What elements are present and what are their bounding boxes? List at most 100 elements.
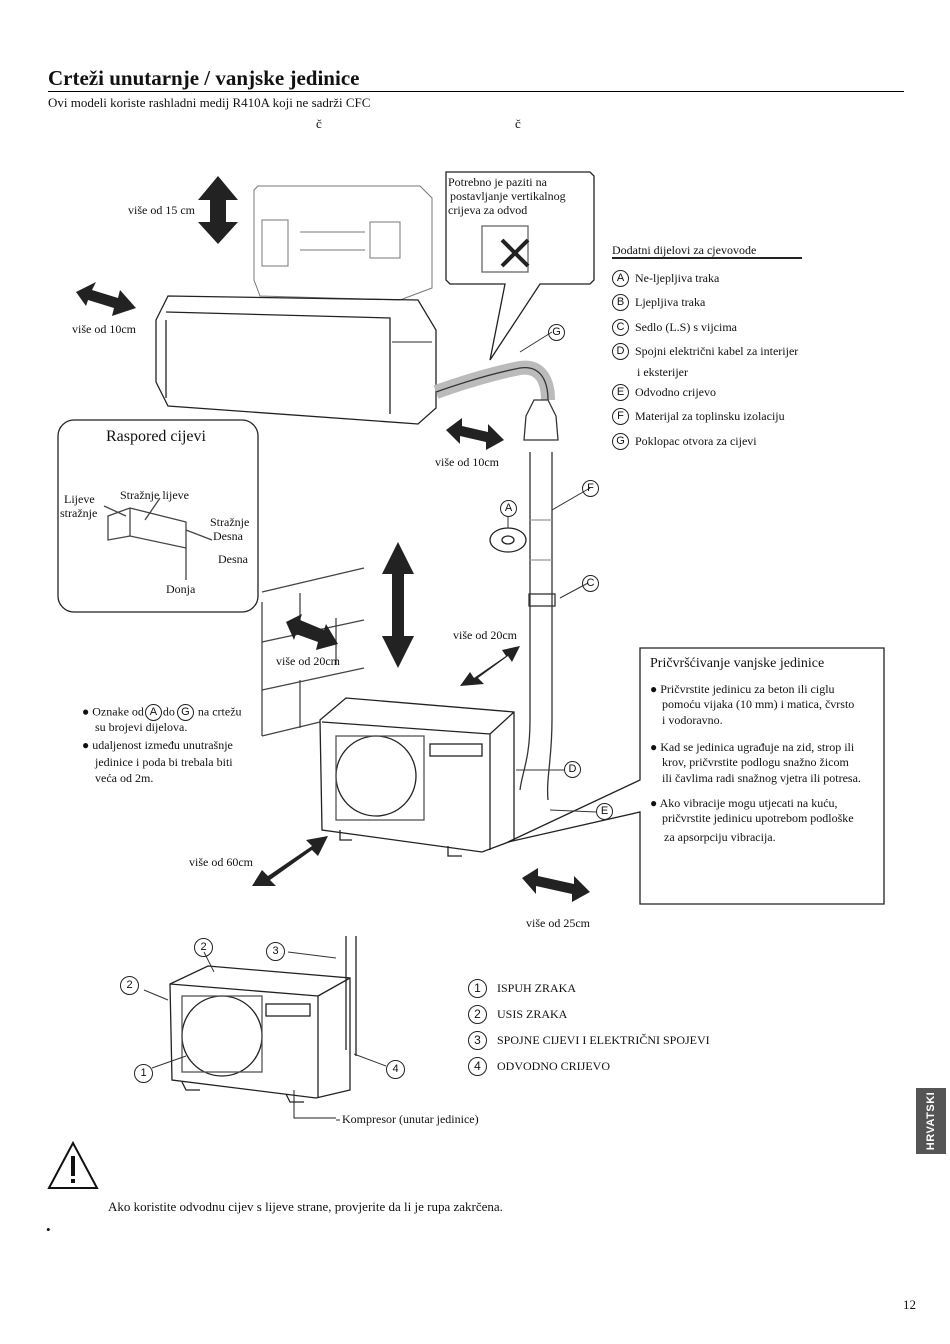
- arrow-up-down: [382, 542, 414, 668]
- note-text: veća od 2m.: [95, 771, 154, 785]
- compressor-label: Kompresor (unutar jedinice): [342, 1112, 479, 1126]
- fix-bullet: ● Kad se jedinica ugrađuje na zid, strop…: [650, 740, 855, 754]
- mounting-plate: [253, 185, 433, 301]
- tape-roll: [489, 527, 527, 553]
- part-text: Ne-ljepljiva traka: [635, 270, 720, 285]
- parts-item: E Odvodno crijevo: [612, 380, 798, 405]
- fix-text: za apsorpciju vibracija.: [664, 830, 776, 844]
- legend-text: ODVODNO CRIJEVO: [497, 1058, 610, 1073]
- arrow-diagonal: [252, 836, 328, 886]
- drain-note-line: Potrebno je paziti na: [448, 175, 547, 189]
- pipe-label: Donja: [166, 582, 196, 596]
- note-text: do: [162, 704, 175, 719]
- wall: [261, 567, 365, 737]
- warning-icon: [47, 1140, 99, 1189]
- drain-note-line: postavljanje vertikalnog: [450, 189, 566, 203]
- part-letter: F: [612, 408, 629, 426]
- stray-character: č: [515, 116, 521, 131]
- part-letter: B: [612, 294, 629, 312]
- part-letter: G: [612, 432, 629, 450]
- indoor-unit: [155, 295, 437, 425]
- fix-text: i vodoravno.: [662, 713, 723, 727]
- parts-item: A Ne-ljepljiva traka: [612, 266, 798, 291]
- arrow-diagonal: [460, 646, 520, 686]
- page-title: Crteži unutarnje / vanjske jedinice: [48, 66, 360, 90]
- arrow-left-right: [522, 868, 590, 902]
- legend-num: 2: [468, 1004, 487, 1024]
- parts-item: D Spojni električni kabel za interijer: [612, 340, 798, 365]
- clearance-label: više od 25cm: [526, 916, 590, 930]
- part-letter: A: [612, 269, 629, 287]
- part-text: Spojni električni kabel za interijer: [635, 344, 799, 359]
- fix-text: pomoću vijaka (10 mm) i matica, čvrsto: [662, 697, 855, 711]
- pipe-label: Desna: [213, 529, 243, 543]
- callout-1: 1: [134, 1064, 153, 1083]
- clearance-label: više od 60cm: [189, 855, 253, 869]
- callout-d: D: [564, 761, 581, 778]
- fix-bullet: ● Pričvrstite jedinicu za beton ili cigl…: [650, 682, 835, 696]
- part-text: Sedlo (L.S) s vijcima: [635, 319, 737, 334]
- warning-text: Ako koristite odvodnu cijev s lijeve str…: [108, 1199, 503, 1214]
- callout-3: 3: [266, 942, 285, 961]
- parts-list: A Ne-ljepljiva traka B Ljepljiva traka C Se…: [612, 266, 798, 454]
- legend-num: 3: [468, 1030, 487, 1050]
- outdoor-unit-lower: [169, 936, 357, 1119]
- stray-character: č: [316, 116, 322, 131]
- part-text: Odvodno crijevo: [635, 384, 716, 399]
- pipe-run: [433, 360, 559, 801]
- arrow-left-right: [286, 614, 338, 650]
- clearance-label: više od 20cm: [453, 628, 517, 642]
- drain-note-bubble: [445, 171, 595, 361]
- outdoor-fix-title: Pričvršćivanje vanjske jedinice: [650, 656, 825, 671]
- drain-note-line: crijeva za odvod: [448, 203, 528, 217]
- note-text: su brojevi dijelova.: [95, 720, 188, 734]
- pipe-label: Lijeve: [64, 492, 95, 506]
- note-distance: ● udaljenost između unutrašnje: [82, 738, 233, 752]
- arrow-left-right: [446, 418, 504, 450]
- pipe-label: stražnje: [60, 506, 98, 520]
- language-tab-label: HRVATSKI: [925, 1091, 937, 1151]
- note-text: jedinice i poda bi trebala biti: [95, 755, 233, 769]
- outdoor-unit: [319, 697, 515, 857]
- fix-text: krov, pričvrstite podlogu snažno žicom: [662, 755, 849, 769]
- part-letter: D: [612, 343, 629, 361]
- arrow-left-right: [76, 282, 136, 316]
- page-number: 12: [903, 1297, 916, 1312]
- clearance-label: više od 10cm: [72, 322, 136, 336]
- callout-f: F: [582, 480, 599, 497]
- callout-4: 4: [386, 1060, 405, 1079]
- part-text: Materijal za toplinsku izolaciju: [635, 409, 785, 424]
- page-subtitle: Ovi modeli koriste rashladni medij R410A…: [48, 95, 371, 110]
- callout-g: G: [548, 324, 565, 341]
- part-letter: G: [176, 704, 194, 721]
- callout-a: A: [500, 500, 517, 517]
- warning-bullet: •: [46, 1222, 51, 1237]
- outdoor-fix-box: [507, 647, 885, 905]
- callout-c: C: [582, 575, 599, 592]
- fix-bullet: ● Ako vibracije mogu utjecati na kuću,: [650, 796, 838, 810]
- pipe-label: Stražnje: [210, 515, 250, 529]
- note-text: udaljenost između unutrašnje: [92, 738, 233, 752]
- title-rule: [48, 91, 904, 92]
- part-letter: A: [144, 704, 162, 721]
- fix-text: Ako vibracije mogu utjecati na kuću,: [659, 796, 838, 810]
- part-letter: E: [612, 383, 629, 401]
- parts-title: Dodatni dijelovi za cjevovode: [612, 243, 757, 257]
- legend-num: 4: [468, 1056, 487, 1076]
- part-text: Poklopac otvora za cijevi: [635, 433, 757, 448]
- fix-text: Pričvrstite jedinicu za beton ili ciglu: [660, 682, 835, 696]
- language-tab: HRVATSKI: [916, 1088, 946, 1154]
- fix-text: ili čavlima radi snažnog vjetra ili potr…: [662, 771, 861, 785]
- pipe-label: Stražnje lijeve: [120, 488, 189, 502]
- pipe-layout-title: Raspored cijevi: [106, 428, 206, 445]
- part-text: i eksterijer: [637, 364, 688, 379]
- part-text: Ljepljiva traka: [635, 295, 706, 310]
- part-letter: C: [612, 318, 629, 336]
- clearance-label: više od 15 cm: [128, 203, 195, 217]
- note-text: Oznake od: [92, 704, 144, 719]
